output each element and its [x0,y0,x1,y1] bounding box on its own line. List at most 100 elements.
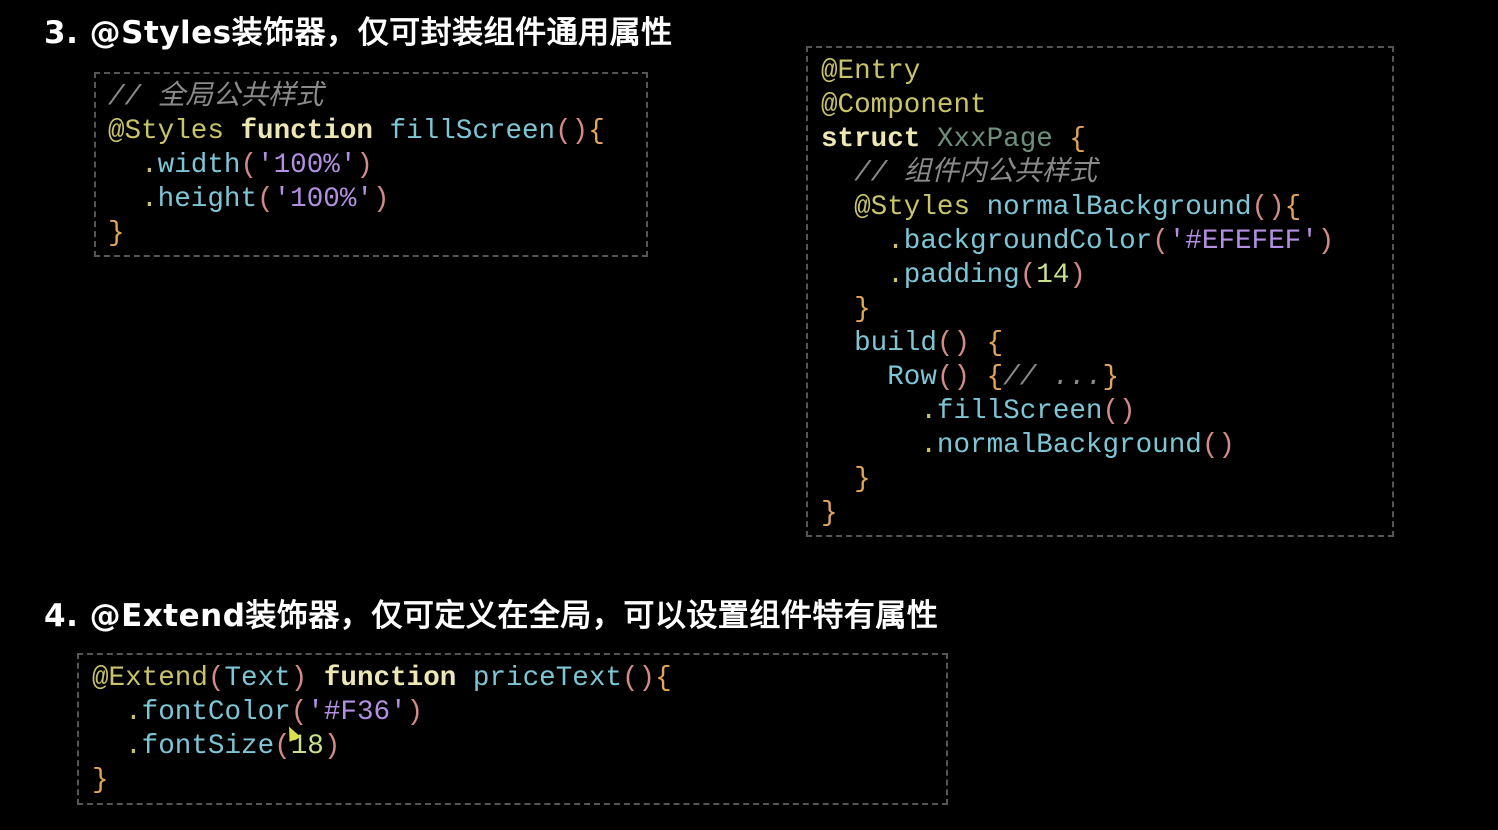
code-line: .fillScreen() [821,395,1334,429]
code-token [970,362,987,393]
code-token: @Extend [92,663,208,694]
code-token: } [854,294,871,325]
code-token: } [1102,362,1120,393]
code-token: ( [240,150,258,181]
code-token: . [920,430,937,461]
code-token: ) [1317,226,1335,257]
code-token: height [157,184,258,215]
code-line: } [821,463,1334,497]
code-token: Row [887,362,937,393]
code-token: { [1284,192,1302,223]
code-token: { [588,116,605,147]
code-token: () [936,362,971,393]
code-token: // 全局公共样式 [108,82,324,113]
code-token: () [1102,396,1136,427]
code-line: } [821,293,1334,327]
code-token: fillScreen [936,396,1103,427]
code-line: .normalBackground() [821,429,1334,463]
code-token [970,328,987,359]
code-token: } [92,765,109,796]
code-token: normalBackground [936,430,1202,461]
code-token: '100%' [273,184,373,215]
code-block: @Extend(Text) function priceText(){.font… [92,662,672,798]
code-token: { [655,663,672,694]
code-line: .height('100%') [108,183,605,217]
code-token: } [854,464,871,495]
global-styles-code-box: // 全局公共样式@Styles function fillScreen(){.… [94,72,648,257]
code-token: // 组件内公共样式 [854,158,1097,189]
code-line: @Component [821,89,1334,123]
code-line: @Extend(Text) function priceText(){ [92,662,672,696]
code-token: ) [356,150,373,181]
section3-title: 3. @Styles装饰器，仅可封装组件通用属性 [44,15,673,51]
code-token [456,663,473,694]
code-line: @Entry [821,55,1334,89]
code-token: @Styles [108,116,224,147]
code-line: .width('100%') [108,149,605,183]
code-token: ( [207,663,225,694]
code-token: { [986,328,1004,359]
code-line: // 组件内公共样式 [821,157,1334,191]
code-token: backgroundColor [903,226,1153,257]
code-line: Row() {// ...} [821,361,1334,395]
code-line: @Styles normalBackground(){ [821,191,1334,225]
code-token: padding [903,260,1020,291]
code-line: .fontColor('#F36') [92,696,672,730]
code-line: build() { [821,327,1334,361]
code-token: () [1251,192,1285,223]
code-token: () [1201,430,1235,461]
code-token: fontSize [141,731,275,762]
code-token [307,663,324,694]
code-line: struct XxxPage { [821,123,1334,157]
code-token: ( [1152,226,1169,257]
code-token: priceText [472,663,622,694]
code-token: '#EFEFEF' [1168,226,1318,257]
code-line: } [821,497,1334,531]
code-block: // 全局公共样式@Styles function fillScreen(){.… [108,81,605,251]
code-token [970,192,987,223]
code-token: 14 [1036,260,1070,291]
code-token: '#F36' [307,697,407,728]
code-token: () [621,663,656,694]
code-token: Text [224,663,291,694]
code-token: . [887,260,904,291]
code-token: ) [406,697,424,728]
code-token: . [125,731,142,762]
code-line: } [108,217,605,251]
code-token: . [920,396,937,427]
code-token: ( [1019,260,1037,291]
code-token: ) [1069,260,1086,291]
code-token: width [157,150,241,181]
code-token: @Styles [854,192,971,223]
code-token: // ... [1003,362,1103,393]
code-line: // 全局公共样式 [108,81,605,115]
code-token: 18 [290,731,324,762]
code-token: ) [290,663,308,694]
code-token: normalBackground [986,192,1252,223]
code-token [373,116,390,147]
code-token: XxxPage [936,124,1053,155]
code-token [1053,124,1070,155]
code-line: .fontSize(18) [92,730,672,764]
code-token: . [125,697,142,728]
code-token: ) [372,184,390,215]
code-token: () [936,328,971,359]
code-token: ( [290,697,308,728]
code-token: @Component [821,90,987,121]
code-line: .padding(14) [821,259,1334,293]
code-line: @Styles function fillScreen(){ [108,115,605,149]
section4-title: 4. @Extend装饰器，仅可定义在全局，可以设置组件特有属性 [44,598,939,634]
code-token: fontColor [141,697,291,728]
code-token: { [986,362,1004,393]
code-token: ( [274,731,291,762]
code-token: struct [821,124,921,155]
code-line: } [92,764,672,798]
code-token: function [323,663,457,694]
code-token: } [821,498,838,529]
code-token: build [854,328,937,359]
code-token: @Entry [821,56,921,87]
code-token: . [887,226,904,257]
code-token: . [141,184,158,215]
